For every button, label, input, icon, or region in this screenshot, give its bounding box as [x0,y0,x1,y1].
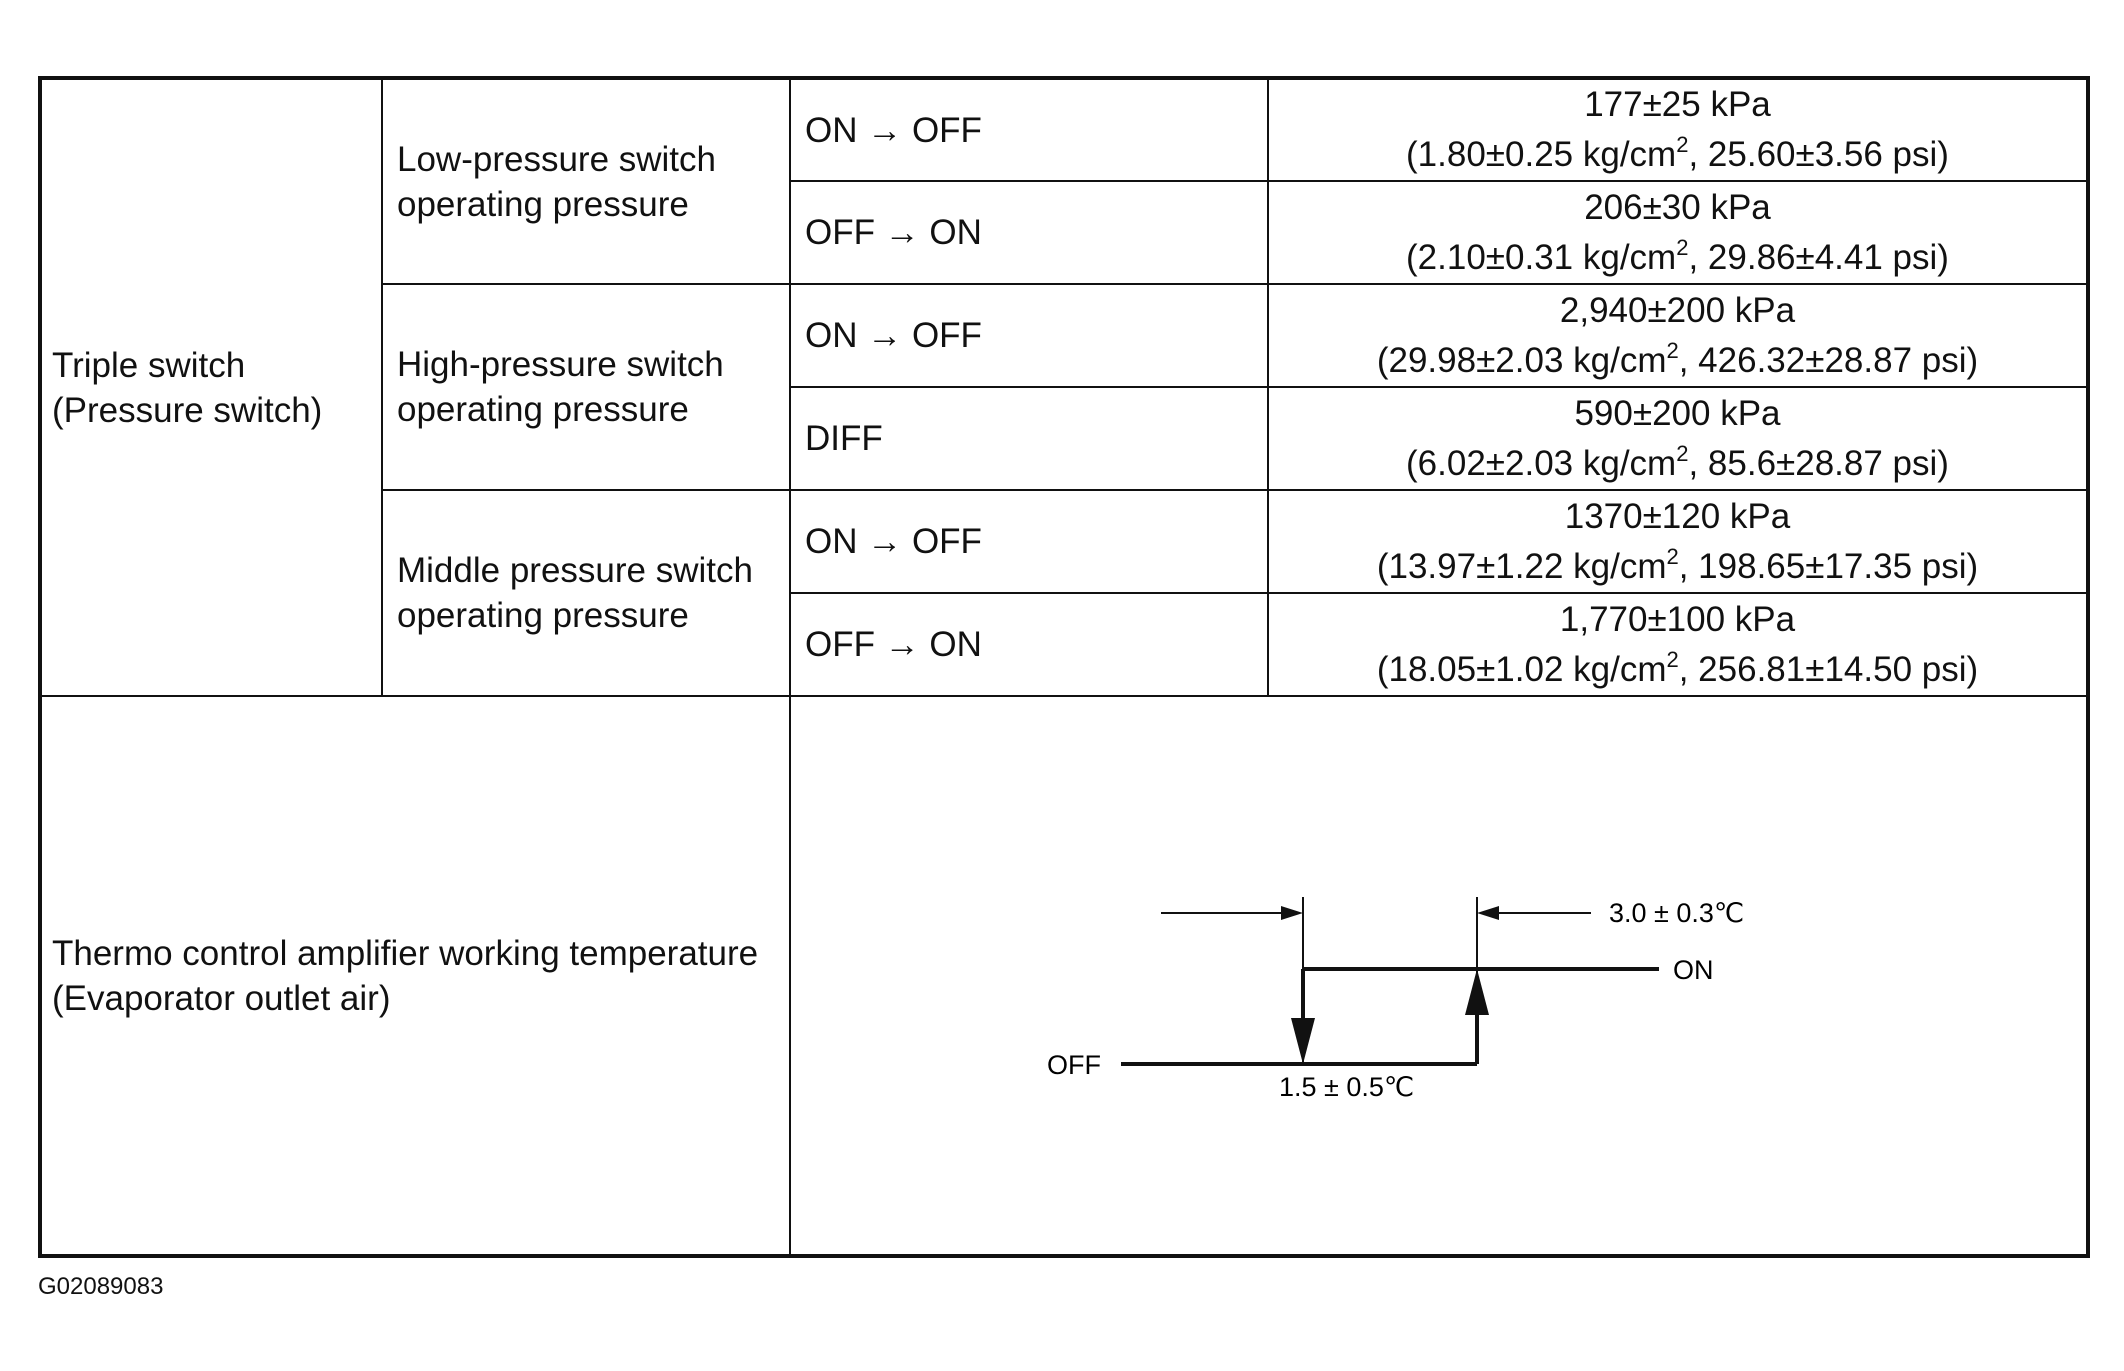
condition-cell: ON → OFF [789,489,1269,594]
on-label: ON [1673,955,1714,985]
table-row: Middle pressure switch operating pressur… [40,489,2089,697]
triple-switch-label: Triple switch (Pressure switch) [39,77,383,697]
table-row: OFF → ON 206±30 kPa (2.10±0.31 kg/cm2, 2… [40,180,2089,285]
spec-table: Triple switch (Pressure switch) Low-pres… [38,76,2090,1258]
table-row: OFF → ON 1,770±100 kPa (18.05±1.02 kg/cm… [40,592,2089,697]
value-cell: 1370±120 kPa (13.97±1.22 kg/cm2, 198.65±… [1267,489,2089,594]
dimension-arrowhead-right [1477,906,1499,920]
condition-cell: DIFF [789,386,1269,491]
condition-cell: OFF → ON [789,592,1269,697]
middle-pressure-switch-label: Middle pressure switch operating pressur… [381,489,791,697]
low-pressure-switch-label: Low-pressure switch operating pressure [381,77,791,285]
value-cell: 1,770±100 kPa (18.05±1.02 kg/cm2, 256.81… [1267,592,2089,697]
table-row: DIFF 590±200 kPa (6.02±2.03 kg/cm2, 85.6… [40,386,2089,491]
condition-cell: OFF → ON [789,180,1269,285]
dimension-arrowhead-left [1281,906,1303,920]
turn-on-arrowhead [1465,969,1489,1015]
off-label: OFF [1047,1050,1101,1080]
value-cell: 590±200 kPa (6.02±2.03 kg/cm2, 85.6±28.8… [1267,386,2089,491]
thermo-amplifier-label: Thermo control amplifier working tempera… [39,695,791,1257]
figure-code: G02089083 [38,1273,164,1300]
value-cell: 2,940±200 kPa (29.98±2.03 kg/cm2, 426.32… [1267,283,2089,388]
table-row: Thermo control amplifier working tempera… [39,695,2089,1257]
condition-cell: ON → OFF [789,77,1269,182]
turn-off-arrowhead [1291,1018,1315,1064]
condition-cell: ON → OFF [789,283,1269,388]
width-label: 3.0 ± 0.3℃ [1609,898,1744,928]
hysteresis-diagram-cell: 3.0 ± 0.3℃ ON OFF 1.5 ± 0.5℃ [789,695,2089,1257]
table-row: High-pressure switch operating pressure … [40,283,2089,491]
high-pressure-switch-label: High-pressure switch operating pressure [381,283,791,491]
value-cell: 177±25 kPa (1.80±0.25 kg/cm2, 25.60±3.56… [1267,77,2089,182]
hysteresis-diagram: 3.0 ± 0.3℃ ON OFF 1.5 ± 0.5℃ [1047,897,1744,1102]
differential-label: 1.5 ± 0.5℃ [1279,1072,1414,1102]
table-row: Triple switch (Pressure switch) Low-pres… [39,77,2089,697]
value-cell: 206±30 kPa (2.10±0.31 kg/cm2, 29.86±4.41… [1267,180,2089,285]
